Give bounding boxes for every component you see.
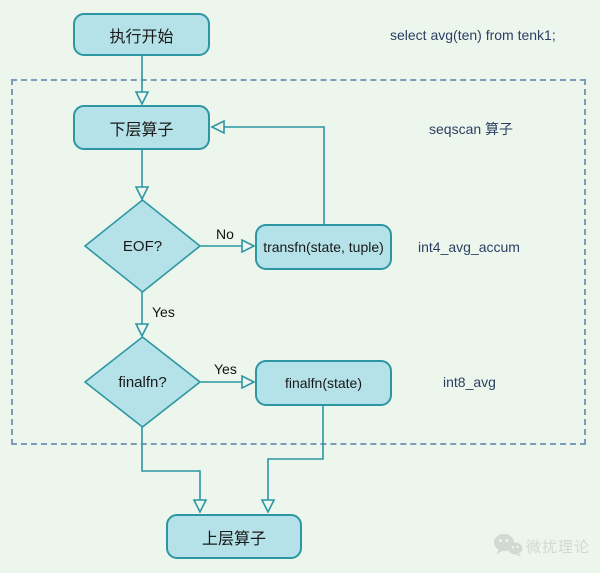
edge-transfn-to-lower	[224, 126, 325, 224]
finalfn-decision-diamond	[83, 335, 202, 429]
node-start-label: 执行开始	[109, 28, 174, 46]
arrowhead-down-icon	[134, 323, 150, 338]
watermark-text: 微扰理论	[526, 538, 591, 556]
eof-decision-diamond	[83, 198, 202, 294]
edge-finalfn-to-upper	[267, 406, 324, 500]
node-start: 执行开始	[73, 13, 210, 56]
arrowhead-down-icon	[134, 91, 150, 106]
node-lower-operator: 下层算子	[73, 105, 210, 150]
node-eof-decision-label: EOF?	[122, 237, 163, 255]
node-finalfn-label: finalfn(state)	[284, 375, 363, 391]
node-finalfn: finalfn(state)	[255, 360, 392, 406]
node-upper-operator: 上层算子	[166, 514, 302, 559]
edge-label-yes-right: Yes	[214, 361, 237, 377]
annotation-transfn-impl: int4_avg_accum	[418, 239, 520, 255]
wechat-icon	[494, 533, 523, 557]
annotation-finalfn-impl: int8_avg	[443, 374, 496, 390]
watermark: 微扰理论	[493, 532, 590, 560]
edge-label-no: No	[216, 226, 234, 242]
annotation-seqscan: seqscan 算子	[429, 121, 514, 137]
arrowhead-right-icon	[241, 238, 256, 254]
edge-finalfn-decision-to-upper	[141, 427, 201, 500]
node-lower-operator-label: 下层算子	[109, 121, 174, 139]
node-finalfn-decision-label: finalfn?	[118, 373, 167, 391]
arrowhead-down-icon	[134, 186, 150, 201]
aggregate-scope-dashed-box	[11, 79, 586, 445]
arrowhead-down-icon	[192, 499, 208, 514]
edge-label-yes-down: Yes	[152, 304, 175, 320]
annotation-sql-query: select avg(ten) from tenk1;	[390, 27, 556, 43]
arrowhead-left-icon	[210, 119, 225, 135]
node-transfn-label: transfn(state, tuple)	[263, 239, 384, 255]
arrowhead-right-icon	[241, 374, 256, 390]
arrowhead-down-icon	[260, 499, 276, 514]
node-upper-operator-label: 上层算子	[201, 530, 266, 548]
node-transfn: transfn(state, tuple)	[255, 224, 392, 270]
